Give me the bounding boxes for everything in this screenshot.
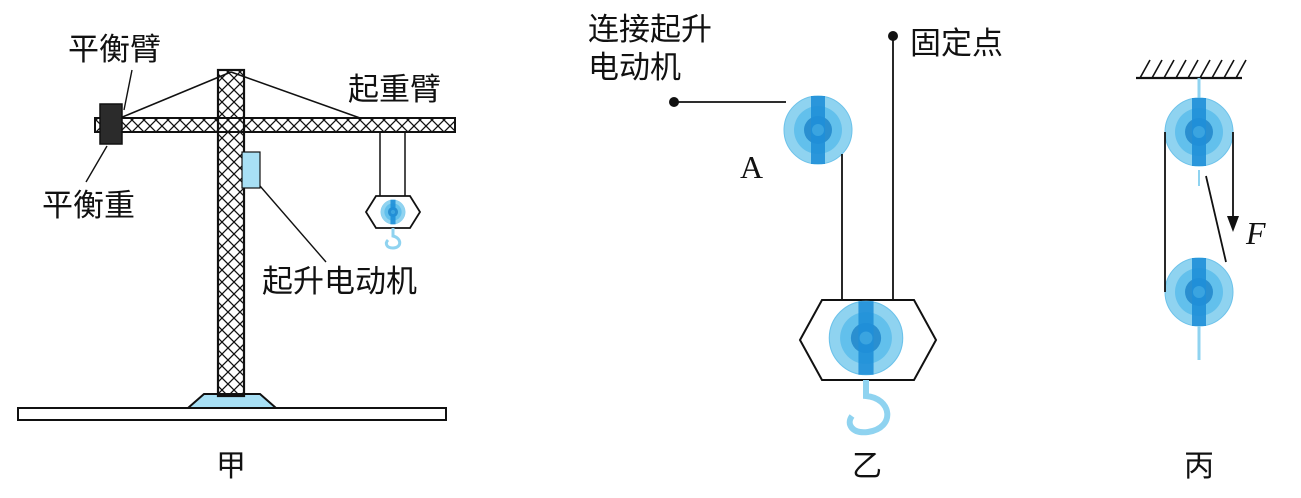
caption-jia: 甲: [216, 449, 246, 484]
caption-bing: 丙: [1184, 449, 1214, 484]
figure-bing-pulley-block: F 丙: [1136, 59, 1266, 484]
pulley-a-icon: [783, 95, 853, 165]
label-fixed-point: 固定点: [910, 26, 1003, 62]
label-connect-motor-2: 电动机: [588, 50, 681, 86]
yi-hook-icon: [846, 380, 891, 436]
fixed-pulley-icon: [1164, 97, 1234, 167]
moving-pulley-icon: [1164, 257, 1234, 327]
label-balance-arm: 平衡臂: [68, 32, 161, 68]
label-pulley-a: A: [740, 149, 763, 185]
label-counterweight: 平衡重: [42, 188, 135, 224]
crane-jib: [94, 117, 456, 133]
label-force: F: [1245, 215, 1266, 251]
label-hoist-motor: 起升电动机: [262, 264, 417, 300]
ceiling-hatch-icon: [1139, 59, 1247, 79]
label-lifting-arm: 起重臂: [348, 72, 441, 108]
counterweight-block: [99, 103, 123, 145]
force-arrow-icon: [1227, 216, 1239, 232]
figure-yi-pulley: 连接起升 电动机 固定点 A 乙: [588, 12, 1003, 484]
ground-slab: [17, 407, 447, 421]
hook-icon: [384, 228, 402, 250]
caption-yi: 乙: [852, 449, 882, 484]
hoist-motor-box: [241, 151, 261, 189]
movable-pulley-icon: [828, 300, 904, 376]
label-connect-motor-1: 连接起升: [588, 12, 712, 48]
pulley-icon: [380, 199, 406, 225]
crane-base: [185, 393, 279, 409]
figure-jia-crane: 平衡臂 起重臂 平衡重 起升电动机 甲: [17, 32, 456, 484]
